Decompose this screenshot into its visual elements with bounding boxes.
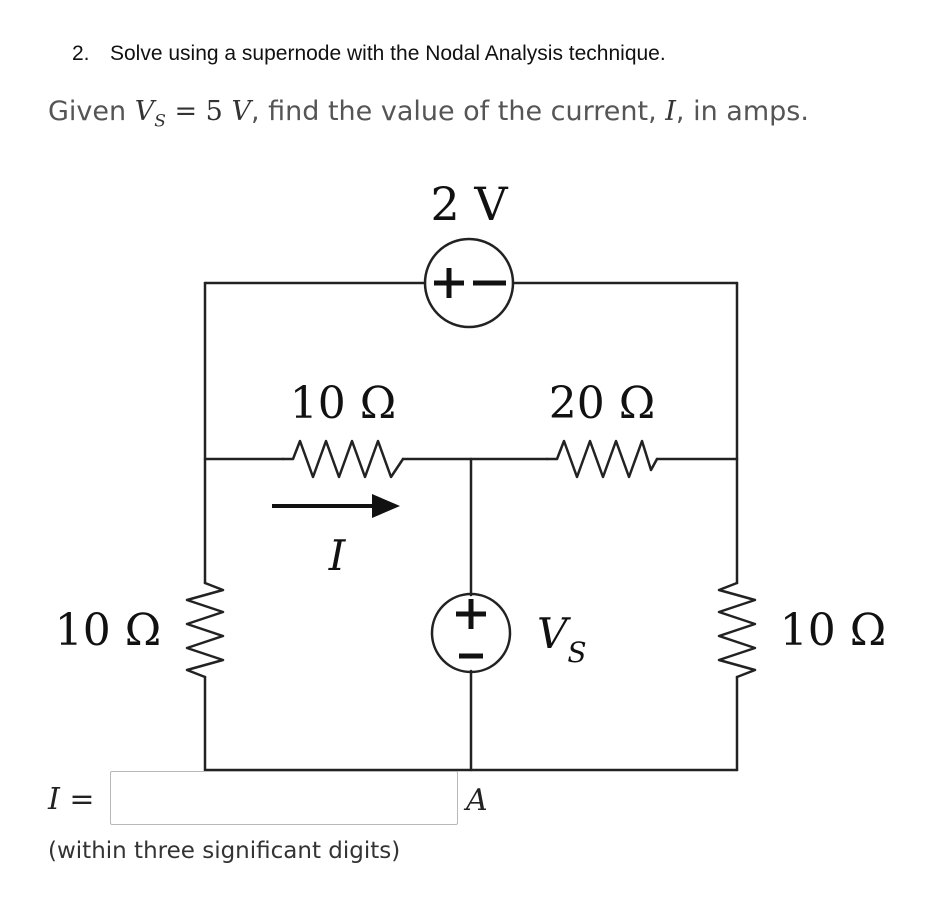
center-source-label: VS (537, 609, 587, 669)
vs-symbol: VS (134, 96, 166, 132)
current-arrow (272, 494, 400, 518)
top-voltage-source (423, 237, 515, 329)
resistor-right-top-zigzag (545, 439, 659, 479)
answer-label: I = (48, 782, 95, 817)
resistor-left-vertical-label: 10 Ω (55, 605, 161, 656)
center-voltage-source (430, 592, 512, 674)
vs-unit: V (231, 96, 251, 127)
question-number: 2. (72, 42, 90, 65)
answer-input[interactable] (110, 771, 458, 825)
resistor-left-vertical-zigzag (185, 581, 225, 679)
top-source-label: 2 V (430, 177, 508, 231)
center-source-polarity (456, 599, 486, 659)
given-statement: Given VS = 5 V, find the value of the cu… (48, 96, 809, 131)
given-suffix: , in amps. (675, 96, 809, 127)
current-symbol: I (665, 96, 676, 127)
resistor-right-vertical-label: 10 Ω (780, 605, 886, 656)
resistor-right-vertical-zigzag (717, 581, 757, 679)
answer-hint: (within three significant digits) (48, 838, 401, 864)
question-text: Solve using a supernode with the Nodal A… (110, 42, 666, 65)
current-label: I (328, 531, 347, 580)
vs-value: = 5 (165, 96, 232, 127)
given-middle: , find the value of the current, (250, 96, 666, 127)
resistor-left-top-label: 10 Ω (290, 378, 396, 429)
given-prefix: Given (48, 96, 135, 127)
answer-unit: A (466, 783, 488, 818)
resistor-left-top-zigzag (281, 439, 405, 479)
top-source-polarity (434, 268, 506, 298)
resistor-right-top-label: 20 Ω (549, 378, 655, 429)
question-heading: 2. Solve using a supernode with the Nodal… (72, 42, 666, 66)
